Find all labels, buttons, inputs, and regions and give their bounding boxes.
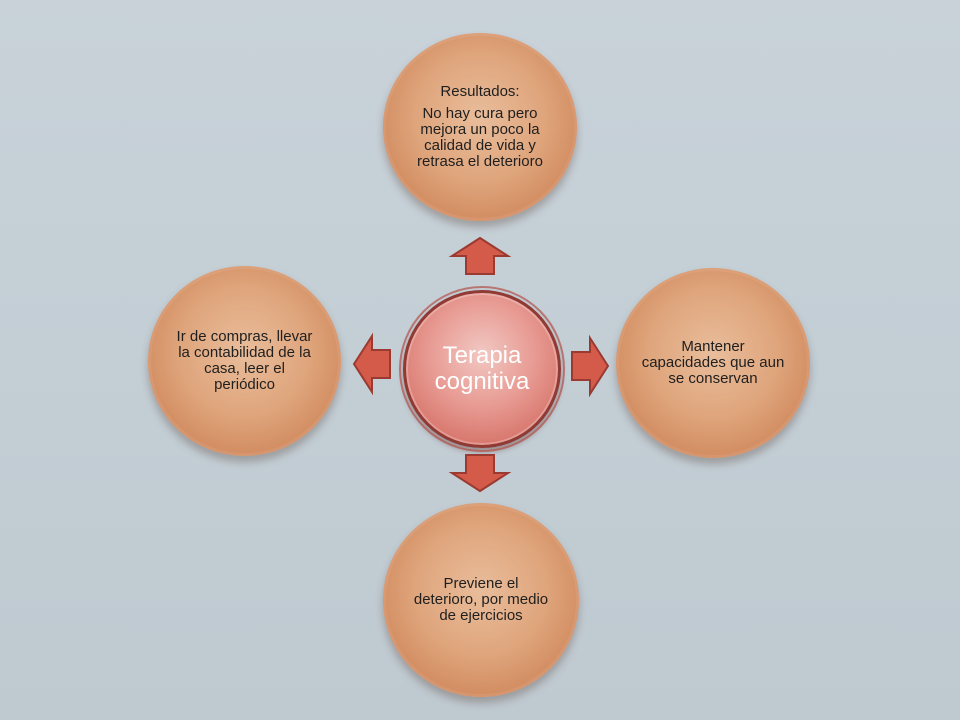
prevent-deterioration-text: Previene el deterioro, por medio de ejer… bbox=[413, 575, 549, 624]
maintain-capacities-text: Mantener capacidades que aun se conserva… bbox=[641, 338, 785, 387]
daily-activities-text: Ir de compras, llevar la contabilidad de… bbox=[176, 328, 313, 393]
central-title-line1: Terapia bbox=[442, 342, 522, 369]
result-heading: Resultados: bbox=[440, 83, 520, 100]
left-arrow-icon bbox=[352, 332, 391, 396]
central-node: Terapia cognitiva bbox=[399, 286, 565, 452]
result-node: Resultados: No hay cura pero mejora un p… bbox=[383, 33, 577, 221]
down-arrow-icon bbox=[448, 454, 512, 493]
right-arrow-icon bbox=[571, 334, 610, 398]
up-arrow-icon bbox=[448, 236, 512, 275]
result-text: No hay cura pero mejora un poco la calid… bbox=[417, 105, 543, 170]
central-title: Terapia cognitiva bbox=[399, 343, 566, 395]
daily-activities-node: Ir de compras, llevar la contabilidad de… bbox=[148, 266, 341, 456]
central-title-line2: cognitiva bbox=[434, 368, 530, 395]
maintain-capacities-node: Mantener capacidades que aun se conserva… bbox=[616, 268, 810, 458]
prevent-deterioration-node: Previene el deterioro, por medio de ejer… bbox=[383, 503, 579, 697]
